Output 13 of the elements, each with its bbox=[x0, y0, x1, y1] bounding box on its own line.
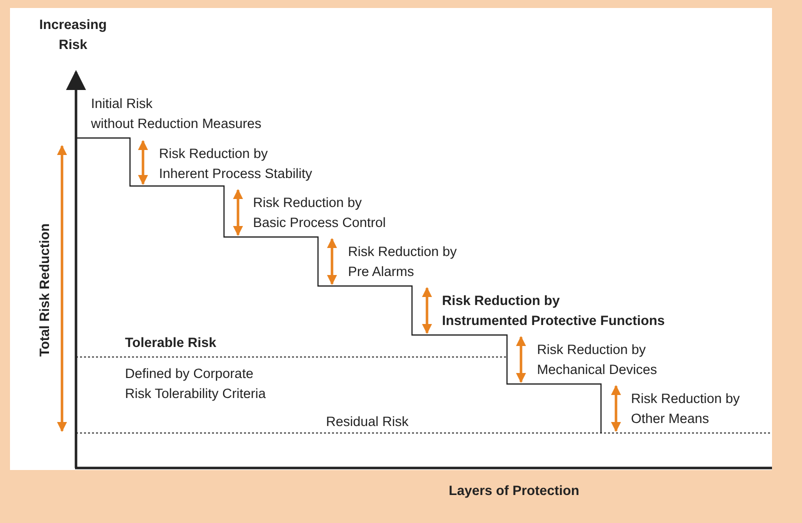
stage-label: Risk Reduction by Pre Alarms bbox=[348, 243, 457, 281]
threshold-note: Defined by Corporate Risk Tolerability Criteria bbox=[125, 365, 266, 403]
threshold-label: Residual Risk bbox=[326, 413, 409, 431]
stage-label: Initial Risk without Reduction Measures bbox=[91, 95, 262, 133]
stage-label: Risk Reduction by Other Means bbox=[631, 390, 740, 428]
stage-label: Risk Reduction by Inherent Process Stability bbox=[159, 145, 312, 183]
stage-label: Risk Reduction by Instrumented Protective Functions bbox=[442, 292, 665, 330]
measure-label: Total Risk Reduction bbox=[36, 223, 53, 357]
threshold-label: Tolerable Risk bbox=[125, 334, 216, 352]
stage-label: Risk Reduction by Mechanical Devices bbox=[537, 341, 658, 379]
axis-title: Layers of Protection bbox=[448, 482, 580, 500]
stage-label: Risk Reduction by Basic Process Control bbox=[253, 194, 386, 232]
axis-title: Increasing Risk bbox=[39, 16, 107, 54]
